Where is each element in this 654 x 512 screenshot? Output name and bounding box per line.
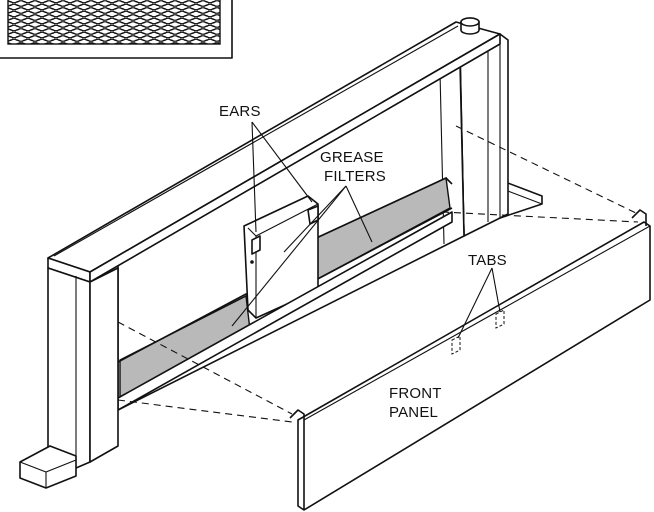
tab-left bbox=[451, 335, 461, 355]
label-front-panel-2: PANEL bbox=[389, 404, 438, 421]
label-tabs: TABS bbox=[468, 252, 507, 269]
left-base-foot bbox=[19, 445, 77, 489]
tab-right bbox=[495, 309, 505, 329]
label-grease-filters-1: GREASE bbox=[320, 149, 384, 166]
mesh-filter-inset bbox=[0, 0, 233, 59]
leader-lines bbox=[231, 121, 501, 339]
left-upright-post bbox=[47, 267, 119, 469]
label-front-panel-1: FRONT bbox=[389, 385, 442, 402]
label-ears: EARS bbox=[219, 103, 261, 120]
label-grease-filters-2: FILTERS bbox=[324, 168, 386, 185]
front-panel bbox=[289, 209, 651, 511]
alignment-lines bbox=[117, 125, 639, 423]
top-cap-bar bbox=[47, 17, 501, 283]
